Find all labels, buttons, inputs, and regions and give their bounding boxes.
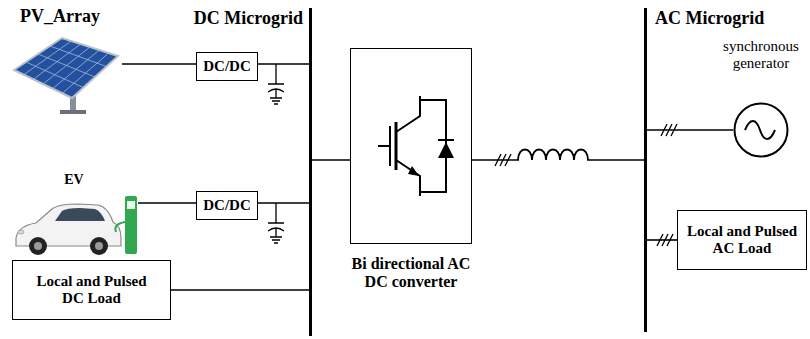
three-phase-marks (657, 234, 673, 246)
three-phase-marks (661, 124, 677, 136)
igbt-channel (395, 122, 398, 170)
node-label: PV_Array (20, 6, 122, 27)
three-phase-marks (495, 154, 511, 166)
synchronous-generator: synchronous generator (733, 102, 789, 158)
generator-circle (735, 104, 788, 157)
car-hub (34, 242, 42, 250)
sine-symbol (745, 121, 775, 139)
node-label: AC Microgrid (655, 8, 764, 29)
igbt-terminals (396, 96, 420, 196)
wire (171, 289, 309, 291)
node-label: EV (10, 172, 138, 188)
node-label: DC/DC (203, 197, 251, 214)
wire (647, 129, 733, 131)
wire (258, 202, 309, 204)
line-gap (519, 157, 587, 163)
dc-load-box: Local and Pulsed DC Load (12, 260, 171, 320)
dc-bus: DC Microgrid (309, 8, 312, 336)
node-label: Local and Pulsed AC Load (682, 223, 802, 258)
capacitor-symbol (268, 64, 284, 104)
panel-base (60, 110, 86, 114)
node-label: DC/DC (203, 58, 251, 75)
car-hub (95, 242, 103, 250)
node-label: Bi directional AC DC converter (351, 255, 471, 292)
charging-cable (115, 222, 125, 232)
charging-station (125, 196, 137, 254)
diode-leads (420, 100, 454, 192)
capacitor-symbol (268, 203, 284, 243)
wire (138, 202, 196, 204)
capacitor-plate (268, 228, 284, 231)
solar-panel (14, 38, 118, 98)
car-wheel (90, 237, 108, 255)
car-window (55, 208, 105, 221)
dc-dc-converter: DC/DC (196, 191, 258, 220)
ac-load-box: Local and Pulsed AC Load (677, 210, 807, 270)
generator-outline (733, 102, 789, 158)
wire (647, 239, 677, 241)
wire (312, 159, 350, 161)
diode-symbol (438, 142, 454, 158)
car-headlight (18, 230, 24, 234)
capacitor-plate (268, 89, 284, 92)
ac-bus: AC Microgrid (644, 8, 647, 332)
charger-screen (127, 201, 135, 209)
inductor-symbol (518, 150, 588, 161)
igbt-emitter-arrow (408, 166, 419, 176)
panel-grid (24, 41, 109, 93)
igbt-gate (378, 126, 390, 166)
ev-charger: EV (10, 172, 138, 256)
node-label: synchronous generator (718, 38, 804, 73)
node-label: DC Microgrid (194, 8, 303, 29)
node-label: Local and Pulsed DC Load (31, 273, 152, 308)
car-wheel (29, 237, 47, 255)
wire (258, 63, 309, 65)
wire (122, 63, 196, 65)
pv-array: PV_Array (10, 6, 122, 112)
dc-dc-converter: DC/DC (196, 52, 258, 81)
bidirectional-converter: Bi directional AC DC converter (350, 48, 472, 244)
